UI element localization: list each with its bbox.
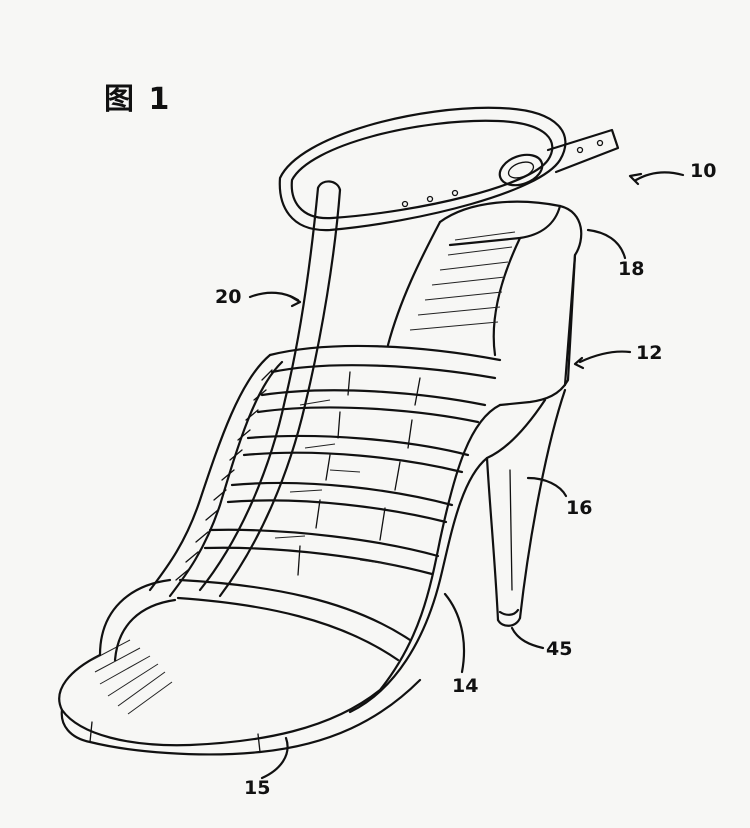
- heel: [485, 388, 567, 627]
- leader-10: [634, 171, 685, 182]
- leader-lines: [248, 171, 685, 780]
- leader-12: [578, 350, 632, 364]
- ref-numeral-20: 20: [215, 286, 242, 308]
- ref-numeral-14: 14: [452, 675, 479, 697]
- cage-straps: [176, 344, 502, 662]
- leader-14: [443, 592, 466, 674]
- leader-18: [586, 228, 627, 260]
- toe-opening: [98, 578, 177, 662]
- sole: [58, 403, 502, 756]
- braided-strap: [148, 353, 284, 598]
- ref-numeral-18: 18: [618, 258, 645, 280]
- leader-16: [526, 476, 568, 498]
- ref-numeral-10: 10: [690, 160, 717, 182]
- ankle-strap: [278, 106, 620, 232]
- figure-title: 图 1: [104, 82, 172, 117]
- leader-15: [260, 736, 289, 780]
- ref-numeral-12: 12: [636, 342, 663, 364]
- heel-counter: [386, 200, 583, 407]
- ref-numeral-45: 45: [546, 638, 573, 660]
- ref-numeral-15: 15: [244, 777, 271, 799]
- t-strap: [198, 180, 342, 598]
- ref-numeral-16: 16: [566, 497, 593, 519]
- leader-45: [510, 626, 545, 650]
